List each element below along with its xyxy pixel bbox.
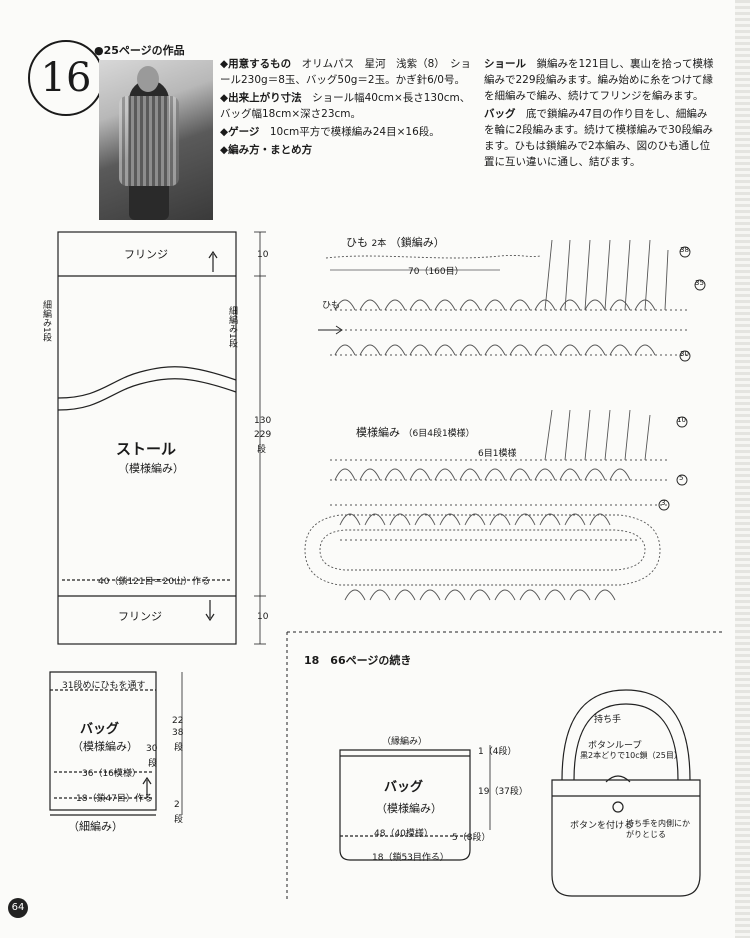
- bag-base-note: 18（鎖47目）作る: [76, 794, 153, 804]
- bag-threading-note: 31段めにひもを通す: [62, 681, 146, 691]
- stole-dim-rows: 229: [254, 430, 272, 440]
- model-photo: [99, 60, 213, 220]
- pattern-number: 16: [28, 40, 104, 116]
- cont-bag-title: バッグ: [384, 780, 424, 795]
- cont-dim-side: 5（8段）: [452, 833, 491, 843]
- cont-bag-subtitle: （模様編み）: [376, 802, 442, 815]
- stole-dim-bottom: 10: [257, 612, 269, 622]
- bag-width-mid: 36（16模様）: [82, 769, 141, 779]
- stole-title: ストール: [116, 440, 177, 458]
- cont-handle: 持ち手: [594, 715, 622, 725]
- page-edge: [735, 0, 750, 938]
- cont-handle-note: 持ち手を内側にかがりとじる: [626, 819, 690, 839]
- stole-edge-left: 細編み1段: [41, 300, 51, 342]
- cont-loop-label: ボタンループ: [588, 741, 642, 751]
- stole-dim-top: 10: [257, 250, 269, 260]
- bag-subtitle: （模様編み）: [72, 740, 138, 753]
- pattern-label: 模様編み （6目4段1模様）: [356, 426, 475, 439]
- reference-label: ●25ページの作品: [94, 44, 185, 57]
- bag-dim-2: 38: [172, 728, 184, 738]
- stole-outline: [57, 231, 237, 645]
- bag-dim-6: 2: [174, 800, 180, 810]
- crochet-chart: [304, 239, 706, 601]
- continuation-title: 18 66ページの続き: [304, 654, 412, 667]
- cord-length: 70（160目）: [408, 267, 464, 277]
- bag-title: バッグ: [80, 722, 120, 737]
- cont-button-note: ボタンを付ける: [570, 821, 634, 831]
- cont-dim-mid: 19（37段）: [478, 787, 528, 797]
- cont-dim-top: 1（4段）: [478, 747, 517, 757]
- page-number: 64: [8, 898, 28, 918]
- stole-fringe-bottom: フリンジ: [118, 610, 162, 623]
- row-marker-5: 5: [679, 474, 684, 482]
- cord-label: ひも 2本 （鎖編み）: [346, 236, 445, 249]
- cont-loop-note: 黒2本どりで10c鎖（25目）: [580, 751, 682, 760]
- method-heading: ◆編み方・まとめ方: [220, 144, 313, 156]
- shawl-shape: [119, 96, 179, 186]
- cont-edge-label: （縁編み）: [382, 737, 428, 747]
- row-marker-3: 3: [661, 499, 666, 507]
- cont-width: 48（40模様）: [374, 829, 433, 839]
- materials-block: ◆用意するもの オリムパス 星河 浅紫（8） ショール230g＝8玉、バッグ50…: [220, 56, 472, 160]
- repeat-label: 6目1模様: [478, 449, 517, 459]
- bag-dim-4: 30: [146, 744, 158, 754]
- stole-dim-mid: 130: [254, 416, 272, 426]
- bag-dim-3: 段: [174, 743, 184, 753]
- cord-side-label: ひも: [322, 301, 341, 311]
- row-marker-38: 38: [680, 246, 689, 254]
- row-marker-30: 30: [680, 350, 689, 358]
- finished-size: ◆出来上がり寸法 ショール幅40cm×長さ130cm、バッグ幅18cm×深さ23…: [220, 92, 471, 120]
- bag-instructions: バッグ 底で鎖編み47目の作り目をし、細編みを輪に2段編みます。続けて模様編みで…: [484, 108, 713, 168]
- model-head: [137, 66, 159, 92]
- cont-base: 18（鎖53目作る）: [372, 853, 449, 863]
- materials: ◆用意するもの オリムパス 星河 浅紫（8） ショール230g＝8玉、バッグ50…: [220, 58, 472, 86]
- stole-fringe-top: フリンジ: [124, 248, 168, 261]
- bag-edge-note: （細編み）: [68, 820, 123, 833]
- stole-dim-unit: 段: [257, 445, 267, 455]
- stole-width-note: 40（鎖121目＝20山）作る: [98, 577, 211, 587]
- row-marker-10: 10: [677, 416, 686, 424]
- bag-dim-1: 22: [172, 716, 184, 726]
- instructions-block: ショール 鎖編みを121目し、裏山を拾って模様編みで229段編みます。編み始めに…: [484, 56, 716, 172]
- shawl-instructions: ショール 鎖編みを121目し、裏山を拾って模様編みで229段編みます。編み始めに…: [484, 58, 714, 102]
- bag-dim-7: 段: [174, 815, 184, 825]
- gauge: ◆ゲージ 10cm平方で模様編み24目×16段。: [220, 126, 440, 138]
- stole-subtitle: （模様編み）: [118, 462, 184, 475]
- row-marker-35: 35: [695, 279, 704, 287]
- bag-dim-5: 段: [148, 759, 158, 769]
- stole-edge-right: 細編み1段: [227, 306, 237, 348]
